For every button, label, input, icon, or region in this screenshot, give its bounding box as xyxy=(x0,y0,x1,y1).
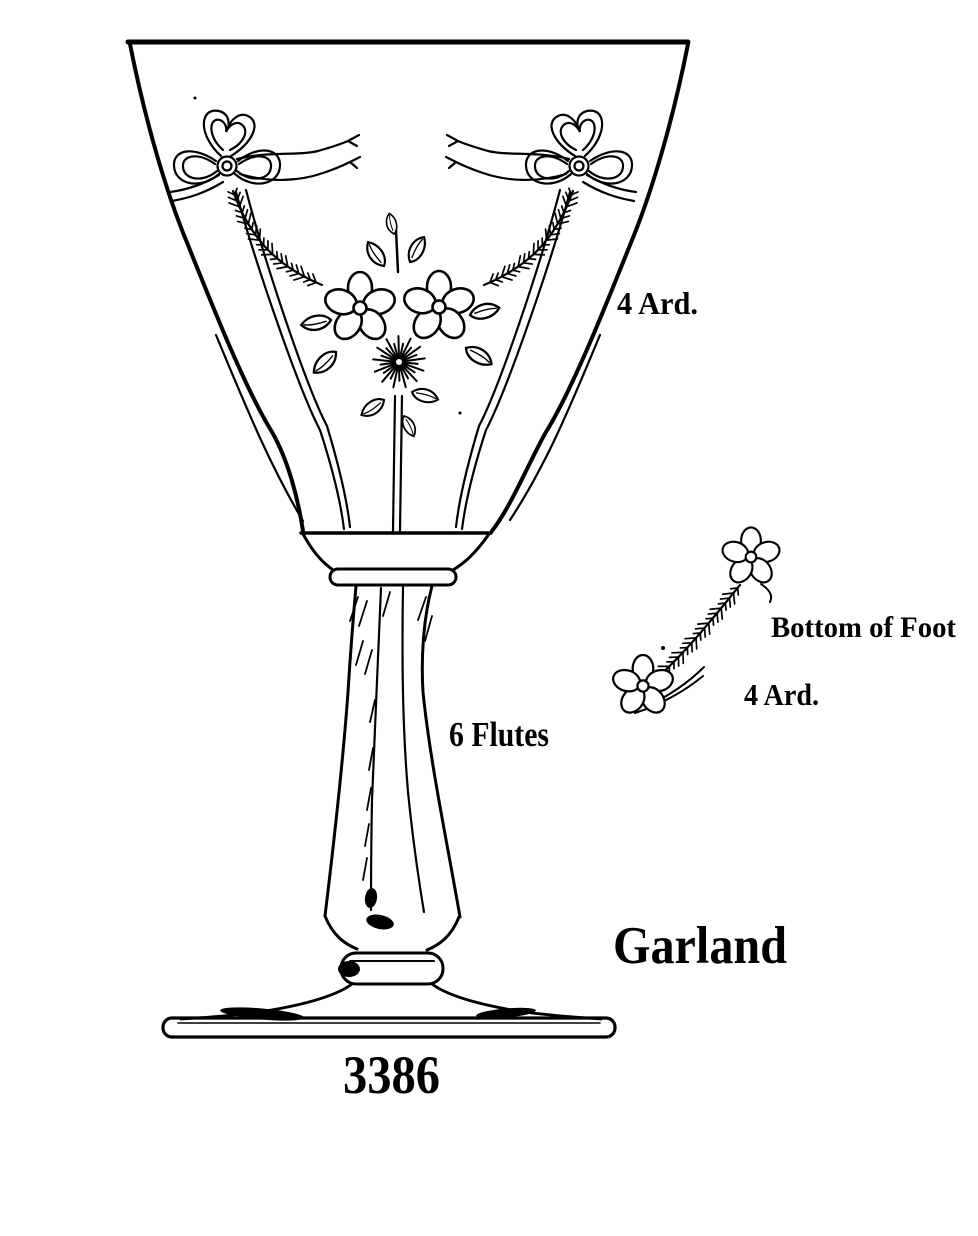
leaf xyxy=(307,346,343,379)
item-number: 3386 xyxy=(343,1045,440,1105)
leaf xyxy=(362,237,390,271)
ink-speck xyxy=(193,96,197,100)
ribbon-bow-right xyxy=(444,109,638,203)
leaf xyxy=(409,383,442,408)
pattern-title: Garland xyxy=(613,917,787,975)
ink-speck xyxy=(458,411,462,415)
leaf xyxy=(299,313,333,332)
neck-right xyxy=(425,915,461,952)
ink-shading xyxy=(476,1007,536,1019)
garland-swag-right xyxy=(482,189,575,287)
ribbon-bow-left xyxy=(168,109,362,203)
ink-shading xyxy=(220,1007,304,1021)
leaf xyxy=(402,232,432,266)
ink-blot xyxy=(364,888,378,908)
ink-blot xyxy=(338,961,360,977)
bowl-left-edge xyxy=(128,42,305,533)
five-petal-flower xyxy=(718,526,784,588)
stem-flute-line xyxy=(369,586,383,912)
bowl-cup-right xyxy=(451,532,491,572)
foot-pattern-sprig xyxy=(609,526,784,719)
wafer-disc xyxy=(328,567,458,587)
stem-left-edge xyxy=(323,584,358,918)
bowl-right-inner-line xyxy=(508,333,602,522)
bowl-cup-left xyxy=(301,532,335,572)
leaf xyxy=(384,211,399,236)
bowl-right-edge xyxy=(490,42,690,533)
garland-swag-left xyxy=(231,189,324,287)
leaf xyxy=(467,301,502,322)
leaf xyxy=(461,339,497,372)
ink-speck xyxy=(661,646,665,650)
aster-flower xyxy=(372,335,426,389)
label-bowl-arrangement: 4 Ard. xyxy=(617,285,698,321)
neck-left xyxy=(323,914,359,951)
five-petal-flower xyxy=(399,269,479,345)
bouquet-stem xyxy=(391,394,404,533)
five-petal-flower xyxy=(320,270,400,346)
stem-flute-line xyxy=(401,585,426,914)
leaf xyxy=(356,394,389,421)
streamer-ribbons xyxy=(234,188,572,531)
label-foot-arrangement: 4 Ard. xyxy=(744,677,819,712)
flower-bouquet xyxy=(299,211,502,533)
label-foot-detail: Bottom of Foot xyxy=(771,611,956,644)
bowl xyxy=(125,39,691,587)
stem xyxy=(323,584,462,919)
label-stem-flutes: 6 Flutes xyxy=(449,715,549,754)
leaf xyxy=(399,412,419,440)
five-petal-flower xyxy=(609,653,677,719)
ink-blot xyxy=(366,914,394,930)
stem-right-edge xyxy=(420,584,462,919)
bowl-left-inner-line xyxy=(214,333,305,523)
stem-hatching xyxy=(349,591,433,881)
foot xyxy=(161,914,617,1039)
foot-base-disc xyxy=(161,1016,617,1039)
